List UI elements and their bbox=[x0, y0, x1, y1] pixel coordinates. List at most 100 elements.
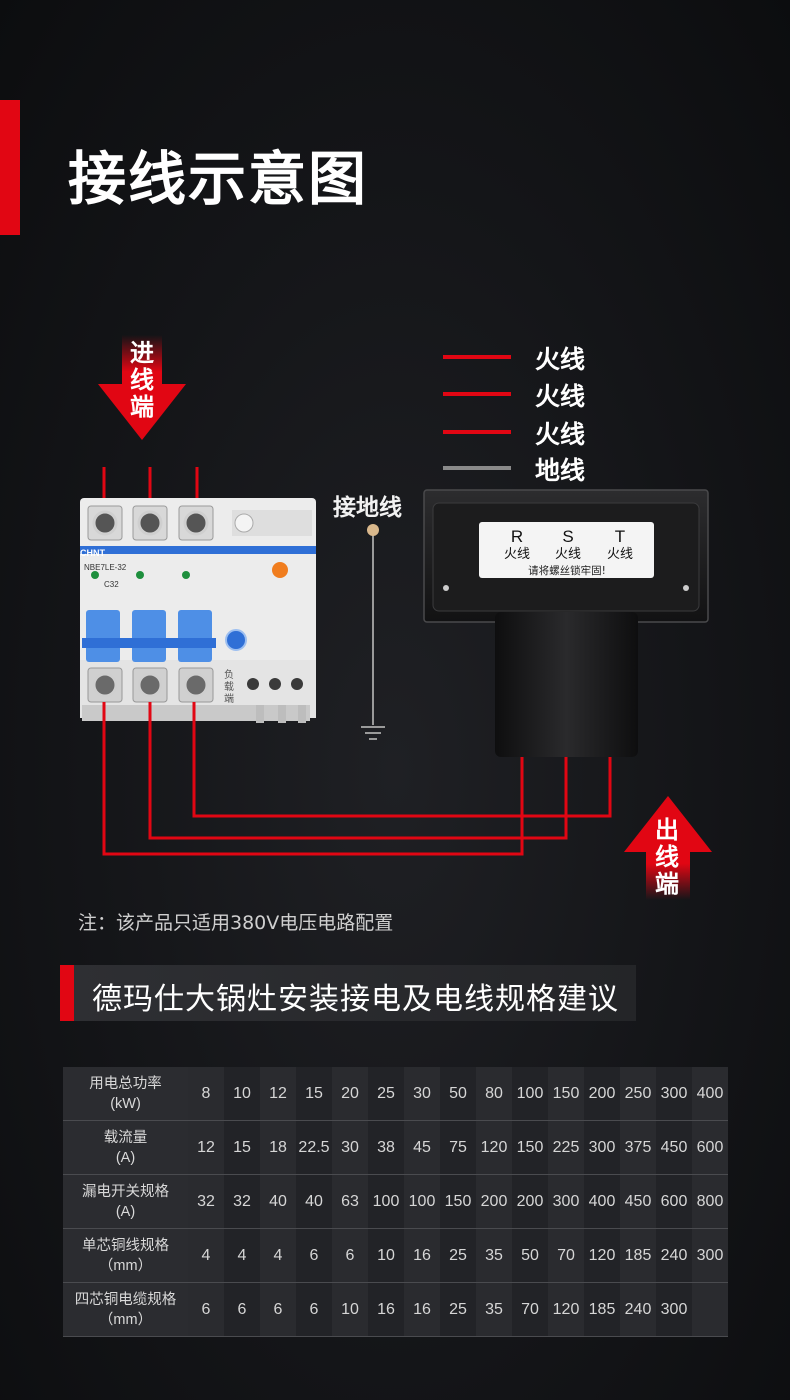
table-cell: 4 bbox=[224, 1228, 260, 1283]
table-cell: 6 bbox=[224, 1282, 260, 1337]
wiring-diagram: CHNT NBE7LE-32 C32 R S T 火线 火线 火线 请将螺丝锁牢… bbox=[0, 320, 790, 920]
row-header-line: （mm） bbox=[98, 1311, 153, 1328]
row-header: 用电总功率(kW) bbox=[63, 1067, 188, 1121]
table-cell: 150 bbox=[548, 1067, 584, 1121]
table-cell: 16 bbox=[404, 1228, 440, 1283]
page-title: 接线示意图 bbox=[68, 145, 369, 213]
breaker-brand: CHNT bbox=[80, 548, 105, 558]
table-cell: 240 bbox=[620, 1282, 656, 1337]
table-cell: 10 bbox=[368, 1228, 404, 1283]
row-header-line: （mm） bbox=[98, 1257, 153, 1274]
legend-item: 地线 bbox=[443, 451, 643, 485]
table-cell: 120 bbox=[584, 1228, 620, 1283]
table-cell: 200 bbox=[512, 1174, 548, 1229]
table-cell: 400 bbox=[584, 1174, 620, 1229]
terminal-phase-t: T bbox=[615, 527, 625, 546]
table-cell: 16 bbox=[404, 1282, 440, 1337]
table-cell: 600 bbox=[692, 1120, 728, 1175]
table-cell: 10 bbox=[332, 1282, 368, 1337]
legend-item: 火线 bbox=[443, 377, 643, 411]
table-cell: 375 bbox=[620, 1120, 656, 1175]
row-header: 四芯铜电缆规格（mm） bbox=[63, 1282, 188, 1337]
table-cell: 6 bbox=[332, 1228, 368, 1283]
table-cell: 600 bbox=[656, 1174, 692, 1229]
table-cell: 30 bbox=[332, 1120, 368, 1175]
terminal-phase-s: S bbox=[562, 527, 573, 546]
circuit-breaker bbox=[80, 498, 316, 723]
row-header-line: 载流量 bbox=[103, 1129, 148, 1146]
section-accent-bar bbox=[60, 965, 74, 1021]
table-cell: 25 bbox=[440, 1228, 476, 1283]
table-cell: 8 bbox=[188, 1067, 224, 1121]
table-cell: 300 bbox=[656, 1282, 692, 1337]
row-header-line: 用电总功率 bbox=[89, 1075, 162, 1092]
table-cell: 25 bbox=[368, 1067, 404, 1121]
legend-item: 火线 bbox=[443, 340, 643, 374]
table-cell: 80 bbox=[476, 1067, 512, 1121]
table-cell: 30 bbox=[404, 1067, 440, 1121]
table-cell bbox=[692, 1282, 728, 1337]
table-cell: 4 bbox=[260, 1228, 296, 1283]
table-cell: 150 bbox=[512, 1120, 548, 1175]
row-header-line: (A) bbox=[115, 1149, 136, 1166]
table-cell: 40 bbox=[296, 1174, 332, 1229]
table-cell: 15 bbox=[224, 1120, 260, 1175]
table-cell: 240 bbox=[656, 1228, 692, 1283]
table-cell: 200 bbox=[584, 1067, 620, 1121]
legend-line-live bbox=[443, 430, 511, 434]
table-cell: 12 bbox=[188, 1120, 224, 1175]
table-cell: 185 bbox=[584, 1282, 620, 1337]
voltage-note: 注：该产品只适用380V电压电路配置 bbox=[78, 912, 394, 934]
terminal-phase-r: R bbox=[511, 527, 523, 546]
row-header-line: 漏电开关规格 bbox=[82, 1183, 169, 1200]
table-cell: 10 bbox=[224, 1067, 260, 1121]
legend-label: 火线 bbox=[535, 420, 586, 449]
table-cell: 6 bbox=[260, 1282, 296, 1337]
terminal-desc-r: 火线 bbox=[504, 547, 530, 562]
table-cell: 400 bbox=[692, 1067, 728, 1121]
terminal-instruction: 请将螺丝锁牢固! bbox=[528, 564, 606, 577]
row-header-line: 单芯铜线规格 bbox=[82, 1237, 169, 1254]
table-cell: 185 bbox=[620, 1228, 656, 1283]
table-cell: 50 bbox=[512, 1228, 548, 1283]
wiring-diagram-svg: CHNT NBE7LE-32 C32 R S T 火线 火线 火线 请将螺丝锁牢… bbox=[80, 335, 712, 900]
legend-label: 地线 bbox=[535, 456, 586, 485]
table-cell: 450 bbox=[656, 1120, 692, 1175]
terminal-desc-s: 火线 bbox=[555, 547, 581, 562]
table-cell: 120 bbox=[548, 1282, 584, 1337]
table-cell: 300 bbox=[692, 1228, 728, 1283]
table-cell: 300 bbox=[548, 1174, 584, 1229]
legend-label: 火线 bbox=[535, 345, 586, 374]
outgoing-wires bbox=[102, 702, 612, 856]
legend-line-live bbox=[443, 355, 511, 359]
table-cell: 45 bbox=[404, 1120, 440, 1175]
breaker-rating: C32 bbox=[104, 580, 119, 589]
table-cell: 800 bbox=[692, 1174, 728, 1229]
table-cell: 75 bbox=[440, 1120, 476, 1175]
table-cell: 120 bbox=[476, 1120, 512, 1175]
ground-connector bbox=[367, 524, 379, 536]
title-accent-bar bbox=[0, 100, 20, 235]
legend-item: 火线 bbox=[443, 415, 643, 449]
table-cell: 35 bbox=[476, 1228, 512, 1283]
table-cell: 450 bbox=[620, 1174, 656, 1229]
ground-wire bbox=[361, 532, 385, 740]
row-header-line: (A) bbox=[115, 1203, 136, 1220]
table-cell: 22.5 bbox=[296, 1120, 332, 1175]
section-title-background bbox=[74, 965, 636, 1021]
table-cell: 15 bbox=[296, 1067, 332, 1121]
table-cell: 100 bbox=[512, 1067, 548, 1121]
table-cell: 100 bbox=[404, 1174, 440, 1229]
legend-line-ground bbox=[443, 466, 511, 470]
row-header: 载流量 (A) bbox=[63, 1120, 188, 1175]
table-cell: 4 bbox=[188, 1228, 224, 1283]
terminal-box bbox=[423, 489, 709, 757]
section-title: 德玛仕大锅灶安装接电及电线规格建议 bbox=[92, 982, 619, 1017]
table-cell: 100 bbox=[368, 1174, 404, 1229]
table-cell: 35 bbox=[476, 1282, 512, 1337]
table-cell: 6 bbox=[296, 1282, 332, 1337]
